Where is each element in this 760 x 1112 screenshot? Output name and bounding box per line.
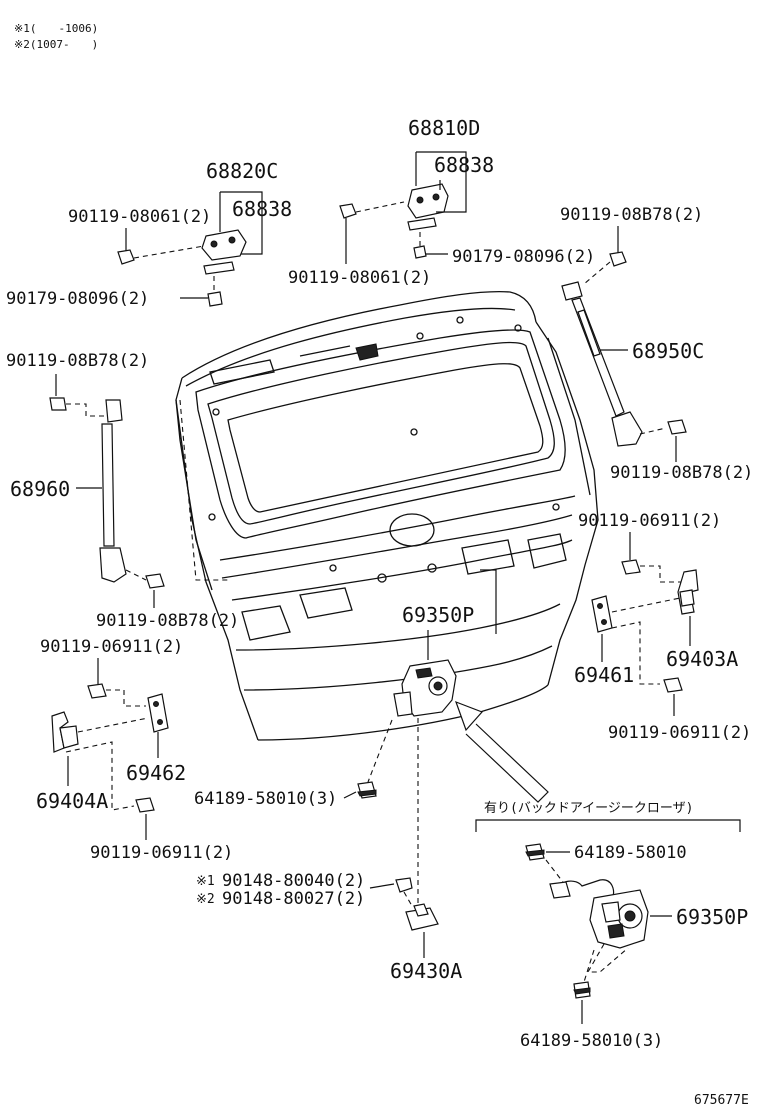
bolt-90119-08061-right bbox=[339, 201, 405, 219]
label-90119-06911-right-top: 90119-06911(2) bbox=[578, 511, 721, 531]
bolt-64189-58010-closer-top bbox=[525, 843, 545, 861]
label-90179-08096-right: 90179-08096(2) bbox=[452, 247, 595, 267]
bolt-90119-08b78-mid-right bbox=[639, 419, 687, 435]
label-90119-06911-left-top: 90119-06911(2) bbox=[40, 637, 183, 657]
label-69462: 69462 bbox=[126, 761, 186, 785]
bolt-90119-08b78-top-right bbox=[583, 251, 627, 285]
label-68838-left: 68838 bbox=[232, 197, 292, 221]
screw-90119-06911-right-top bbox=[621, 559, 684, 583]
label-69404a: 69404A bbox=[36, 789, 108, 813]
closer-group-title: 有り(バックドアイージークローザ) bbox=[484, 801, 693, 816]
label-90148-80027: 90148-80027(2) bbox=[222, 889, 365, 909]
label-90119-06911-right-bottom: 90119-06911(2) bbox=[608, 723, 751, 743]
screw-90148 bbox=[395, 877, 413, 907]
label-69350p-closer: 69350P bbox=[676, 905, 748, 929]
bolt-90119-08b78-top-left bbox=[49, 397, 106, 417]
bracket-69462 bbox=[147, 693, 169, 733]
label-90179-08096-left: 90179-08096(2) bbox=[6, 289, 149, 309]
note-2: ※2(1007- ) bbox=[14, 38, 98, 51]
label-90119-08b78-top-right: 90119-08B78(2) bbox=[560, 205, 703, 225]
label-68810d: 68810D bbox=[408, 116, 480, 140]
switch-69403a bbox=[677, 569, 699, 615]
stay-68960 bbox=[99, 399, 127, 583]
label-69403a: 69403A bbox=[666, 647, 738, 671]
mark-1: ※1 bbox=[196, 874, 215, 889]
nut-90179-08096-left bbox=[180, 276, 223, 307]
screw-90119-06911-left-bottom bbox=[135, 797, 155, 813]
bracket-69461 bbox=[591, 595, 681, 685]
leader-68810d bbox=[415, 151, 467, 213]
label-68960: 68960 bbox=[10, 477, 70, 501]
nut-90179-08096-right bbox=[413, 232, 448, 259]
label-64189-58010-main: 64189-58010(3) bbox=[194, 789, 337, 809]
bolt-64189-58010-main bbox=[357, 781, 377, 799]
back-door-panel bbox=[175, 291, 599, 741]
screw-90119-06911-right-bottom bbox=[663, 677, 683, 693]
hinge-68810d bbox=[407, 183, 449, 231]
bolt-64189-58010-closer-bottom bbox=[573, 981, 591, 999]
label-90119-08b78-top-left: 90119-08B78(2) bbox=[6, 351, 149, 371]
label-68950c: 68950C bbox=[632, 339, 704, 363]
label-90119-08061-left: 90119-08061(2) bbox=[68, 207, 211, 227]
hinge-68820c bbox=[201, 229, 247, 275]
label-90119-08b78-low-left: 90119-08B78(2) bbox=[96, 611, 239, 631]
note-1: ※1( -1006) bbox=[14, 22, 98, 35]
direction-arrow bbox=[454, 700, 549, 803]
label-90119-06911-left-bottom: 90119-06911(2) bbox=[90, 843, 233, 863]
label-68820c: 68820C bbox=[206, 159, 278, 183]
label-69430a: 69430A bbox=[390, 959, 462, 983]
label-68838-right: 68838 bbox=[434, 153, 494, 177]
screw-90119-06911-left-top bbox=[87, 683, 146, 707]
label-69461: 69461 bbox=[574, 663, 634, 687]
closer-group-bracket bbox=[475, 819, 741, 832]
bolt-90119-08061-left bbox=[117, 245, 205, 265]
label-90148-80040: 90148-80040(2) bbox=[222, 871, 365, 891]
label-90119-08061-right: 90119-08061(2) bbox=[288, 268, 431, 288]
stay-68950c bbox=[561, 281, 643, 447]
striker-69430a bbox=[405, 903, 439, 931]
lock-69350p-main bbox=[393, 659, 457, 717]
label-90119-08b78-mid-right: 90119-08B78(2) bbox=[610, 463, 753, 483]
label-69350p-main: 69350P bbox=[402, 603, 474, 627]
label-64189-58010-closer-3: 64189-58010(3) bbox=[520, 1031, 663, 1051]
lock-69350p-closer bbox=[549, 879, 649, 949]
label-64189-58010-closer: 64189-58010 bbox=[574, 843, 687, 863]
diagram-code: 675677E bbox=[694, 1093, 749, 1108]
switch-69404a bbox=[51, 711, 149, 811]
mark-2: ※2 bbox=[196, 892, 215, 907]
bolt-90119-08b78-low-left bbox=[125, 569, 165, 589]
